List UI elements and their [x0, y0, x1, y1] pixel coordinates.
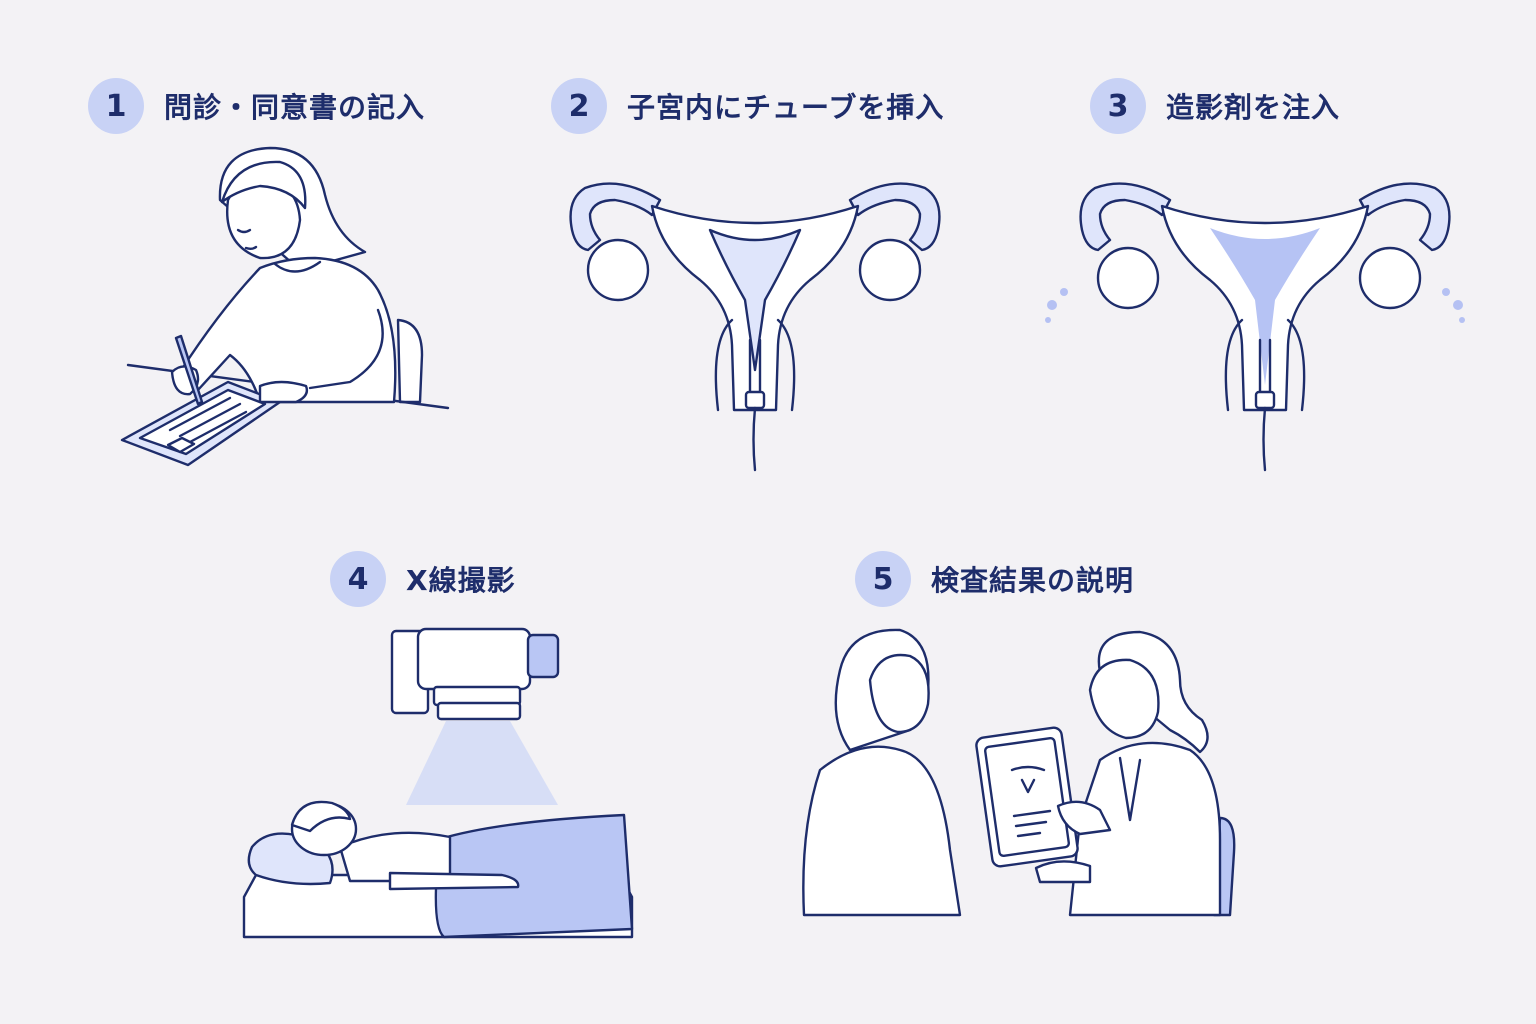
step-5-title: 検査結果の説明	[931, 564, 1135, 597]
step-4-badge: 4	[330, 551, 386, 607]
illustration-contrast-injection	[1045, 182, 1465, 472]
step-4-header: 4 X線撮影	[330, 551, 516, 607]
step-5-badge: 5	[855, 551, 911, 607]
step-2-header: 2 子宮内にチューブを挿入	[551, 78, 944, 134]
uterus-diagram-icon	[1010, 765, 1046, 794]
xray-beam	[406, 721, 558, 805]
catheter-icon	[1258, 338, 1272, 397]
pen-icon	[174, 334, 204, 406]
illustration-xray	[242, 627, 634, 939]
step-3-badge: 3	[1090, 78, 1146, 134]
step-3-header: 3 造影剤を注入	[1090, 78, 1340, 134]
ovary-right-icon	[1358, 246, 1422, 310]
chair-icon	[396, 318, 424, 404]
fallopian-tube-left	[569, 182, 662, 252]
contrast-agent	[1210, 228, 1320, 385]
blanket-icon	[434, 813, 634, 939]
illustration-questionnaire	[120, 146, 450, 467]
step-4-title: X線撮影	[406, 564, 516, 597]
xray-machine-icon	[416, 627, 532, 691]
doctor-face-icon	[1088, 658, 1160, 740]
step-5-header: 5 検査結果の説明	[855, 551, 1134, 607]
ovary-left-icon	[586, 238, 650, 302]
illustration-tube-insertion	[569, 182, 941, 472]
ovary-right-icon	[858, 238, 922, 302]
step-1-header: 1 問診・同意書の記入	[88, 78, 425, 134]
patient-face-icon	[868, 653, 930, 734]
catheter-icon	[748, 338, 762, 397]
fallopian-tube-right	[1358, 182, 1451, 252]
patient-body-icon	[802, 745, 962, 917]
step-1-title: 問診・同意書の記入	[164, 91, 426, 124]
step-3-title: 造影剤を注入	[1166, 91, 1341, 124]
step-2-badge: 2	[551, 78, 607, 134]
doctor-coat-icon	[1068, 741, 1222, 917]
illustration-explanation	[802, 628, 1236, 917]
fallopian-tube-right	[848, 182, 941, 252]
step-1-badge: 1	[88, 78, 144, 134]
step-2-title: 子宮内にチューブを挿入	[627, 91, 945, 124]
fallopian-tube-left	[1079, 182, 1172, 252]
ovary-left-icon	[1096, 246, 1160, 310]
sweater-icon	[178, 256, 397, 404]
